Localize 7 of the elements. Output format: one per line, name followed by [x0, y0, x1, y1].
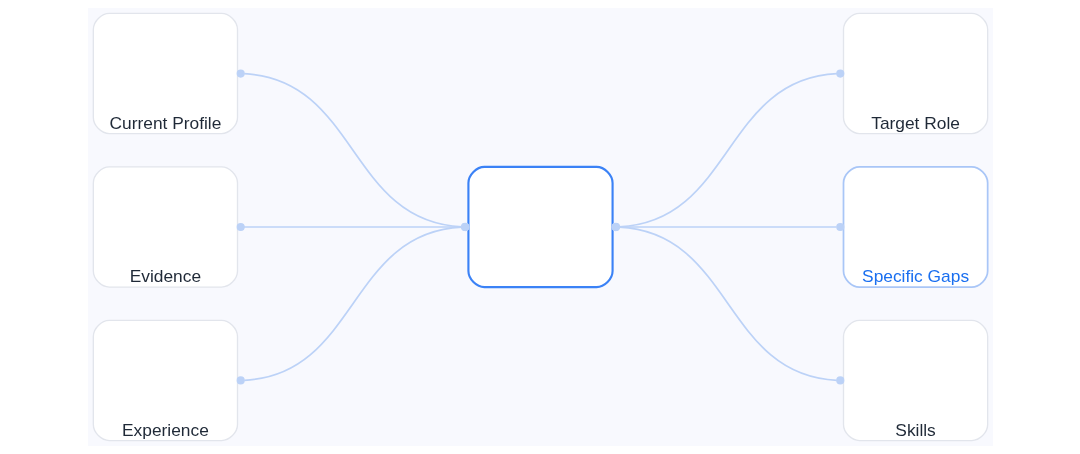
- node-box: Evidence: [92, 166, 238, 288]
- node-box: [466, 165, 614, 289]
- node-box: Target Role: [842, 12, 988, 135]
- node-box: Skills: [842, 319, 988, 442]
- node-box: Experience: [92, 319, 238, 442]
- node-box: Current Profile: [92, 12, 238, 135]
- node-box: Specific Gaps: [842, 166, 989, 288]
